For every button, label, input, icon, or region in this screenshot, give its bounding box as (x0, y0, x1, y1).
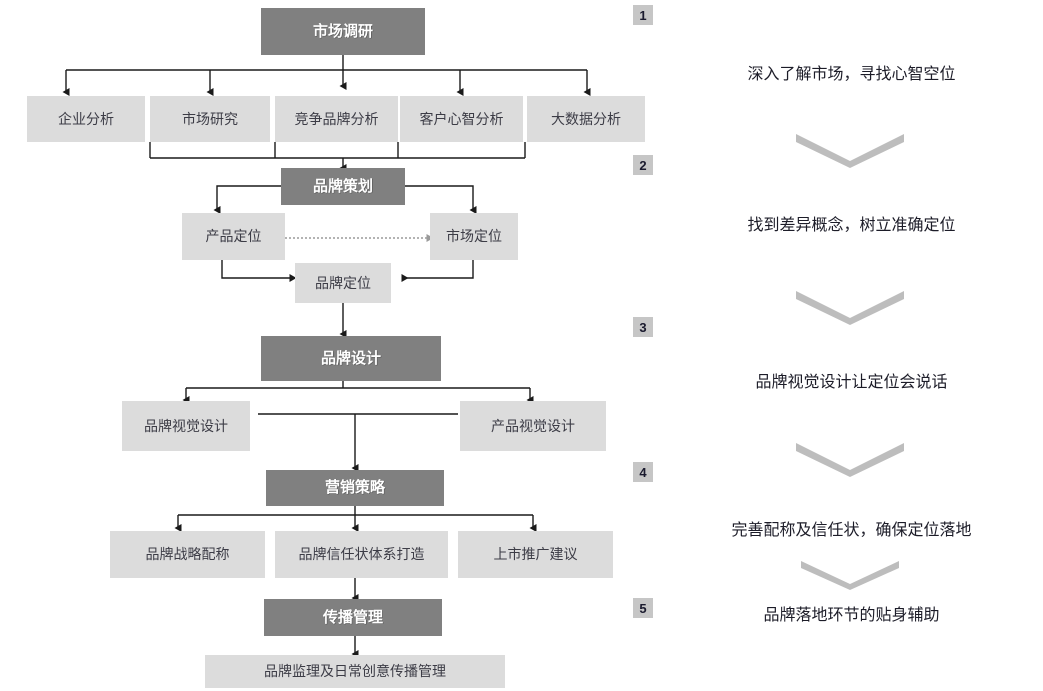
step-badge-1: 1 (633, 5, 653, 25)
chevron-down-icon (796, 291, 904, 325)
node-launch-promotion-advice[interactable]: 上市推广建议 (458, 531, 613, 578)
node-brand-supervision-daily-creative[interactable]: 品牌监理及日常创意传播管理 (205, 655, 505, 688)
stage-header-communication-management[interactable]: 传播管理 (264, 599, 442, 636)
step-badge-4: 4 (633, 462, 653, 482)
node-competitor-brand-analysis[interactable]: 竞争品牌分析 (275, 96, 398, 142)
annotation-5: 品牌落地环节的贴身辅助 (763, 607, 940, 624)
chevron-down-icon (796, 443, 904, 477)
stage-header-brand-planning[interactable]: 品牌策划 (281, 168, 405, 205)
stage-header-market-research[interactable]: 市场调研 (261, 8, 425, 55)
node-market-study[interactable]: 市场研究 (150, 96, 270, 142)
node-brand-visual-design[interactable]: 品牌视觉设计 (122, 401, 250, 451)
node-brand-positioning[interactable]: 品牌定位 (295, 263, 391, 303)
node-big-data-analysis[interactable]: 大数据分析 (527, 96, 645, 142)
annotation-3: 品牌视觉设计让定位会说话 (755, 374, 948, 391)
node-product-positioning[interactable]: 产品定位 (182, 213, 285, 260)
annotation-1: 深入了解市场，寻找心智空位 (747, 66, 956, 83)
node-customer-mind-analysis[interactable]: 客户心智分析 (400, 96, 523, 142)
chevron-down-icon (801, 561, 899, 590)
chevron-down-icon (796, 134, 904, 168)
step-badge-2: 2 (633, 155, 653, 175)
node-product-visual-design[interactable]: 产品视觉设计 (460, 401, 606, 451)
step-badge-3: 3 (633, 317, 653, 337)
node-brand-credential-system[interactable]: 品牌信任状体系打造 (275, 531, 448, 578)
stage-header-brand-design[interactable]: 品牌设计 (261, 336, 441, 381)
step-badge-5: 5 (633, 598, 653, 618)
node-brand-strategy-matching[interactable]: 品牌战略配称 (110, 531, 265, 578)
annotation-4: 完善配称及信任状，确保定位落地 (731, 522, 972, 539)
node-enterprise-analysis[interactable]: 企业分析 (27, 96, 145, 142)
node-market-positioning[interactable]: 市场定位 (430, 213, 518, 260)
annotation-2: 找到差异概念，树立准确定位 (747, 217, 956, 234)
stage-header-marketing-strategy[interactable]: 营销策略 (266, 470, 444, 506)
